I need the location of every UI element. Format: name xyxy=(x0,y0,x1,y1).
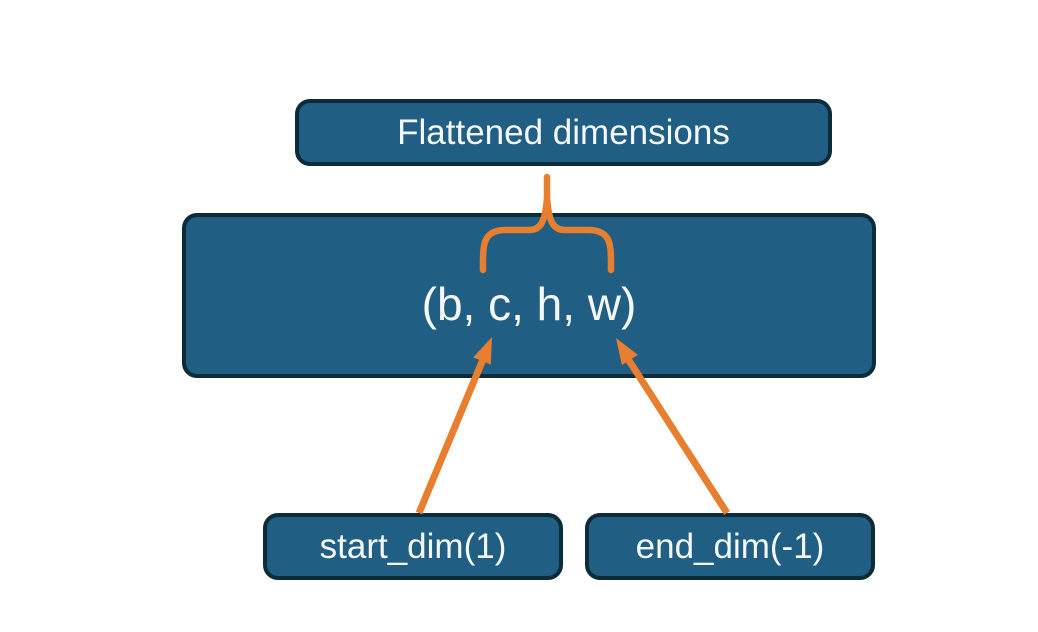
node-start-dim: start_dim(1) xyxy=(263,513,563,580)
node-flattened-dimensions: Flattened dimensions xyxy=(295,99,832,166)
flattened-dimensions-label: Flattened dimensions xyxy=(397,112,730,152)
end-dim-label: end_dim(-1) xyxy=(635,526,825,566)
start-dim-label: start_dim(1) xyxy=(319,526,507,566)
node-tensor-shape: (b, c, h, w) xyxy=(182,213,876,378)
tensor-shape-label: (b, c, h, w) xyxy=(421,277,637,330)
node-end-dim: end_dim(-1) xyxy=(585,513,875,580)
